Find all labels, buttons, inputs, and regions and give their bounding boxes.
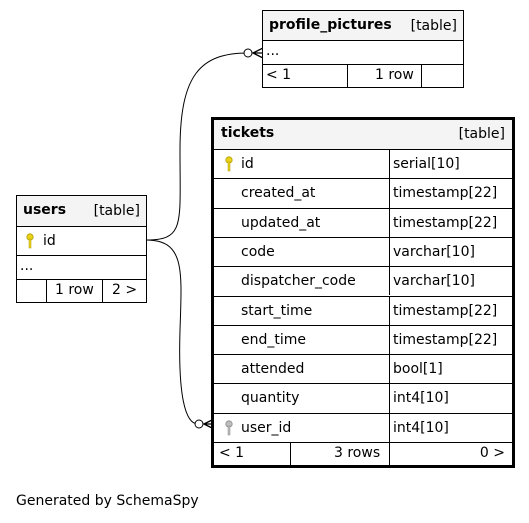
- column-name: updated_at: [241, 214, 321, 231]
- column-row: start_time timestamp[22]: [214, 295, 512, 325]
- table-header: tickets [table]: [214, 120, 512, 149]
- column-row: quantity int4[10]: [214, 383, 512, 413]
- column-type: int4[10]: [393, 390, 449, 407]
- column-row: code varchar[10]: [214, 236, 512, 267]
- table-type: [table]: [410, 18, 457, 34]
- users-table[interactable]: users [table] id ... 1 row 2 >: [16, 195, 147, 303]
- column-name: quantity: [241, 390, 300, 407]
- column-row: id: [17, 226, 146, 255]
- column-name: dispatcher_code: [241, 273, 356, 290]
- profile-pictures-crowfoot: [252, 47, 264, 59]
- column-type: bool[1]: [393, 361, 443, 378]
- footer-row: < 1 3 rows 0 >: [214, 442, 512, 465]
- row-count: 3 rows: [334, 445, 381, 461]
- footer-row: < 1 1 row: [263, 64, 463, 87]
- column-name: code: [241, 243, 275, 260]
- profile-pictures-table[interactable]: profile_pictures [table] ... < 1 1 row: [262, 10, 464, 88]
- nav-prev[interactable]: < 1: [266, 67, 292, 83]
- row-count: 1 row: [375, 67, 414, 83]
- column-name: id: [43, 233, 56, 249]
- nav-next[interactable]: 0 >: [479, 445, 505, 461]
- column-row: dispatcher_code varchar[10]: [214, 266, 512, 296]
- column-row: id serial[10]: [214, 149, 512, 179]
- column-name: end_time: [241, 331, 307, 348]
- column-type: serial[10]: [393, 156, 460, 172]
- column-row: user_id int4[10]: [214, 412, 512, 442]
- primary-key-icon: [25, 233, 35, 249]
- foreign-key-icon: [224, 420, 234, 440]
- tickets-optional-marker: [194, 419, 204, 429]
- users-profile-pictures-link: [145, 52, 262, 241]
- column-type: timestamp[22]: [393, 331, 498, 348]
- column-row: created_at timestamp[22]: [214, 178, 512, 208]
- primary-key-icon: [224, 156, 234, 176]
- table-name[interactable]: users: [23, 202, 67, 218]
- column-name: created_at: [241, 185, 316, 202]
- ellipsis-row: ...: [17, 255, 146, 279]
- ellipsis: ...: [20, 258, 34, 274]
- row-count: 1 row: [55, 282, 94, 298]
- column-type: varchar[10]: [393, 243, 475, 260]
- generated-by-label: Generated by SchemaSpy: [16, 493, 199, 509]
- nav-prev[interactable]: < 1: [219, 445, 245, 461]
- column-type: timestamp[22]: [393, 302, 498, 319]
- column-row: updated_at timestamp[22]: [214, 207, 512, 237]
- column-name: id: [241, 156, 254, 172]
- column-row: end_time timestamp[22]: [214, 324, 512, 355]
- column-name: attended: [241, 361, 305, 378]
- ellipsis: ...: [266, 43, 280, 59]
- table-header: users [table]: [17, 196, 146, 226]
- table-type: [table]: [93, 203, 140, 219]
- column-type: varchar[10]: [393, 273, 475, 290]
- table-name[interactable]: profile_pictures: [269, 17, 392, 33]
- nav-next[interactable]: 2 >: [112, 282, 138, 298]
- table-type: [table]: [458, 126, 505, 142]
- column-type: int4[10]: [393, 419, 449, 436]
- column-row: attended bool[1]: [214, 354, 512, 384]
- column-type: timestamp[22]: [393, 214, 498, 231]
- ellipsis-row: ...: [263, 40, 463, 64]
- users-tickets-link: [145, 239, 213, 425]
- column-name: user_id: [241, 419, 292, 436]
- footer-row: 1 row 2 >: [17, 279, 146, 302]
- profile-pictures-optional-marker: [243, 48, 253, 58]
- table-name[interactable]: tickets: [221, 125, 275, 141]
- column-name: start_time: [241, 302, 313, 319]
- column-type: timestamp[22]: [393, 185, 498, 202]
- table-header: profile_pictures [table]: [263, 11, 463, 40]
